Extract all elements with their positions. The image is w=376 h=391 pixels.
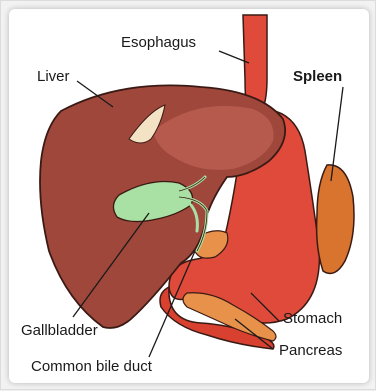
label-spleen: Spleen [293,69,342,84]
label-gallbladder: Gallbladder [21,323,98,338]
label-esophagus: Esophagus [121,35,196,50]
label-liver: Liver [37,69,70,84]
label-common-bile-duct: Common bile duct [31,359,152,374]
label-stomach: Stomach [283,311,342,326]
spleen-shape [317,165,354,274]
label-pancreas: Pancreas [279,343,342,358]
